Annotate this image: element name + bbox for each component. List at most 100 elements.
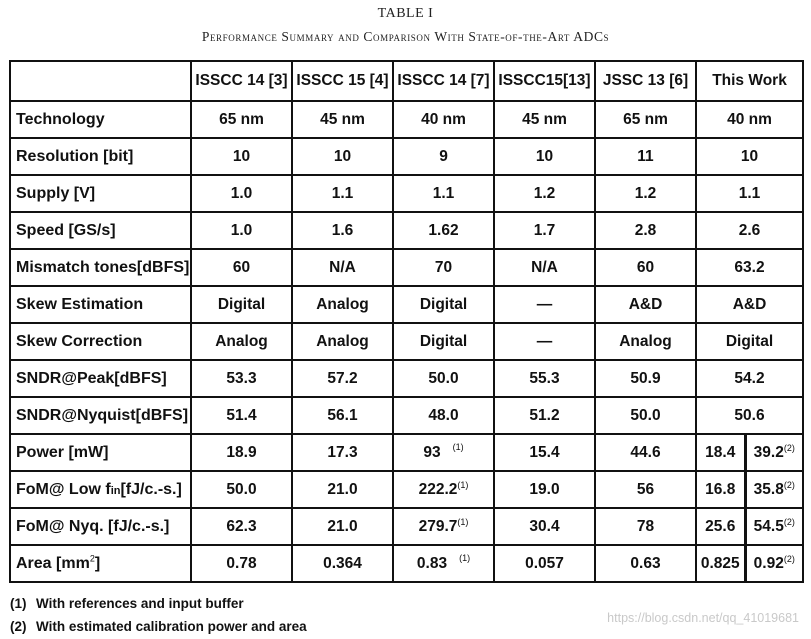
table-cell: Digital	[392, 285, 495, 324]
table-cell-split: 0.92(2)	[743, 544, 805, 583]
footnote-mark: (2)	[783, 553, 795, 564]
table-row-power: Power [mW] 18.9 17.3 93(1) 15.4 44.6 18.…	[9, 433, 805, 472]
row-label: Supply [V]	[9, 174, 192, 213]
table-cell: N/A	[291, 248, 394, 287]
table-cell: 0.364	[291, 544, 394, 583]
table-cell: 19.0	[493, 470, 596, 509]
table-cell: 70	[392, 248, 495, 287]
cell-value: 279.7	[418, 517, 458, 535]
table-cell: 11	[594, 137, 697, 176]
table-cell-split: 0.825	[695, 544, 746, 583]
table-cell: 0.63	[594, 544, 697, 583]
table-cell: 51.4	[190, 396, 293, 435]
table-cell: 93(1)	[392, 433, 495, 472]
header-cell-this-work: This Work	[694, 60, 805, 102]
table-row: Resolution [bit] 10 10 9 10 11 10	[9, 137, 805, 176]
table-title: Performance Summary and Comparison With …	[201, 29, 610, 44]
table-cell: —	[493, 322, 596, 361]
header-cell: ISSCC 15 [4]	[291, 60, 394, 102]
cell-value: 35.8	[753, 480, 784, 498]
table-cell: 60	[594, 248, 697, 287]
table-cell: 2.6	[694, 211, 805, 250]
table-cell: 65 nm	[190, 100, 293, 139]
table-cell: 279.7(1)	[392, 507, 495, 546]
row-label: Power [mW]	[9, 433, 192, 472]
header-cell: ISSCC 14 [7]	[392, 60, 495, 102]
footnote-mark: (1)	[459, 553, 471, 564]
row-label: Skew Estimation	[9, 285, 192, 324]
table-cell: 15.4	[493, 433, 596, 472]
row-label: SNDR@Nyquist[dBFS]	[9, 396, 192, 435]
table-cell-split: 16.8	[695, 470, 746, 509]
table-cell-split: 35.8(2)	[743, 470, 805, 509]
table-cell: 0.057	[493, 544, 596, 583]
footnote-mark: (2)	[783, 516, 795, 527]
table-cell: 63.2	[694, 248, 805, 287]
table-cell: 56.1	[291, 396, 394, 435]
table-cell: 65 nm	[594, 100, 697, 139]
table-cell: 51.2	[493, 396, 596, 435]
row-label: Speed [GS/s]	[9, 211, 192, 250]
table-cell: 45 nm	[493, 100, 596, 139]
table-cell: 50.0	[392, 359, 495, 398]
row-label: FoM@ Nyq. [fJ/c.-s.]	[9, 507, 192, 546]
header-row: ISSCC 14 [3] ISSCC 15 [4] ISSCC 14 [7] I…	[9, 60, 805, 102]
table-cell: 53.3	[190, 359, 293, 398]
table-cell: 10	[190, 137, 293, 176]
footnote-text: With references and input buffer	[36, 596, 244, 611]
table-cell: 2.8	[594, 211, 697, 250]
row-label: Area [mm2]	[9, 544, 192, 583]
table-cell: A&D	[694, 285, 805, 324]
table-cell-split: 25.6	[695, 507, 746, 546]
table-row: Mismatch tones[dBFS] 60 N/A 70 N/A 60 63…	[9, 248, 805, 287]
table-cell: 62.3	[190, 507, 293, 546]
watermark-url: https://blog.csdn.net/qq_41019681	[607, 611, 799, 625]
label-text: Area [mm	[16, 554, 90, 572]
cell-value: 222.2	[418, 480, 458, 498]
table-row: SNDR@Nyquist[dBFS] 51.4 56.1 48.0 51.2 5…	[9, 396, 805, 435]
table-cell: 57.2	[291, 359, 394, 398]
comparison-table: ISSCC 14 [3] ISSCC 15 [4] ISSCC 14 [7] I…	[9, 60, 805, 583]
table-cell: Analog	[190, 322, 293, 361]
label-text: ]	[94, 554, 101, 572]
footnote-mark: (1)	[457, 479, 469, 490]
table-cell: 50.0	[594, 396, 697, 435]
table-cell: 0.83(1)	[392, 544, 495, 583]
table-cell: 9	[392, 137, 495, 176]
table-cell: 40 nm	[392, 100, 495, 139]
table-row: Skew Correction Analog Analog Digital — …	[9, 322, 805, 361]
footnote-mark: (1)	[452, 442, 464, 453]
table-row: Technology 65 nm 45 nm 40 nm 45 nm 65 nm…	[9, 100, 805, 139]
row-label: Technology	[9, 100, 192, 139]
table-cell: 17.3	[291, 433, 394, 472]
table-number: TABLE I	[377, 6, 434, 21]
table-cell: 50.6	[694, 396, 805, 435]
table-cell: 1.2	[493, 174, 596, 213]
table-cell: 18.9	[190, 433, 293, 472]
table-cell: 40 nm	[694, 100, 805, 139]
row-label: Resolution [bit]	[9, 137, 192, 176]
table-cell: 45 nm	[291, 100, 394, 139]
table-cell: 21.0	[291, 470, 394, 509]
table-cell-split: 54.5(2)	[743, 507, 805, 546]
table-cell: —	[493, 285, 596, 324]
header-cell: ISSCC 14 [3]	[190, 60, 293, 102]
table-row-fom-nyq: FoM@ Nyq. [fJ/c.-s.] 62.3 21.0 279.7(1) …	[9, 507, 805, 546]
label-text: [fJ/c.-s.]	[120, 480, 182, 498]
footnote-mark: (1)	[457, 516, 469, 527]
footnote-1: (1)With references and input buffer	[10, 592, 307, 615]
table-row: Speed [GS/s] 1.0 1.6 1.62 1.7 2.8 2.6	[9, 211, 805, 250]
table-cell: 10	[694, 137, 805, 176]
header-cell: ISSCC15[13]	[493, 60, 596, 102]
header-cell: JSSC 13 [6]	[594, 60, 697, 102]
table-cell: N/A	[493, 248, 596, 287]
footnote-text: With estimated calibration power and are…	[36, 619, 307, 634]
table-cell: 1.7	[493, 211, 596, 250]
cell-value: 0.92	[753, 554, 784, 572]
table-row-area: Area [mm2] 0.78 0.364 0.83(1) 0.057 0.63…	[9, 544, 805, 583]
table-cell: 1.2	[594, 174, 697, 213]
table-cell: Digital	[392, 322, 495, 361]
cell-value: 39.2	[753, 443, 784, 461]
table-cell: 0.78	[190, 544, 293, 583]
label-subscript: in	[110, 484, 121, 497]
